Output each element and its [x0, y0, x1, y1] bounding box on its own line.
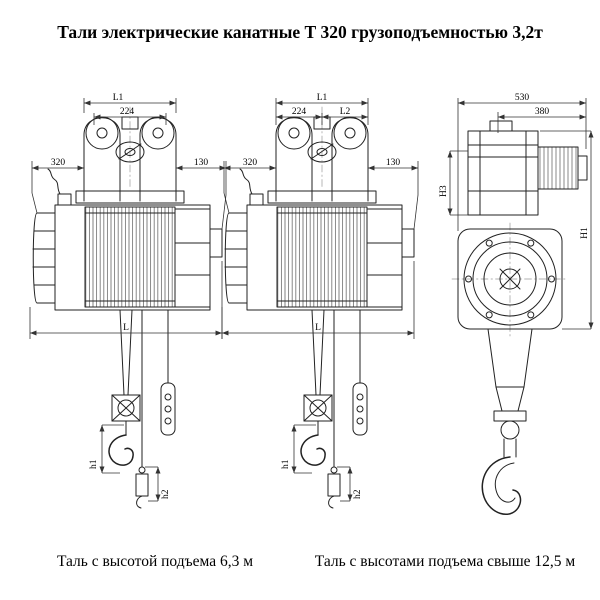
dim-label-224: 224 — [120, 107, 135, 117]
hoist-side-view: 530 380 Н1 Н3 — [439, 93, 594, 516]
dim-label-l1: L1 — [113, 93, 124, 103]
dimensions-view-2: L1 224 L2 320 130 L h1 — [221, 93, 419, 502]
dim-label-320: 320 — [243, 158, 258, 168]
dimensions-view-1: L1 224 320 130 L h1 h2 — [29, 93, 227, 502]
dim-label-l1: L1 — [317, 93, 328, 103]
captions-row: Таль с высотой подъема 6,3 м Таль с высо… — [0, 553, 600, 583]
dim-label-380: 380 — [535, 107, 550, 117]
page-title: Тали электрические канатные Т 320 грузоп… — [57, 22, 543, 42]
dim-label-L: L — [315, 323, 321, 333]
dimensions-view-3: 530 380 Н1 Н3 — [439, 93, 594, 330]
dim-label-h1: h1 — [89, 459, 99, 469]
dim-label-h1: h1 — [281, 459, 291, 469]
dim-label-H3: Н3 — [439, 185, 449, 197]
dim-label-224: 224 — [292, 107, 307, 117]
hoist-front-view-12-5m: L1 224 L2 320 130 L h1 — [221, 93, 419, 509]
caption-hoist-6-3m: Таль с высотой подъема 6,3 м — [56, 553, 254, 570]
dim-label-h2: h2 — [161, 489, 171, 499]
hoist-front-view-6-3m: L1 224 320 130 L h1 h2 — [29, 93, 227, 509]
dim-label-H1: Н1 — [580, 227, 590, 239]
dim-label-h2: h2 — [353, 489, 363, 499]
dim-label-l2: L2 — [340, 107, 351, 117]
dim-label-130: 130 — [386, 158, 401, 168]
dim-label-130: 130 — [194, 158, 209, 168]
dim-label-L: L — [123, 323, 129, 333]
dim-label-320: 320 — [51, 158, 66, 168]
dim-label-530: 530 — [515, 93, 530, 103]
caption-hoist-12-5m: Таль с высотами подъема свыше 12,5 м — [314, 553, 576, 570]
